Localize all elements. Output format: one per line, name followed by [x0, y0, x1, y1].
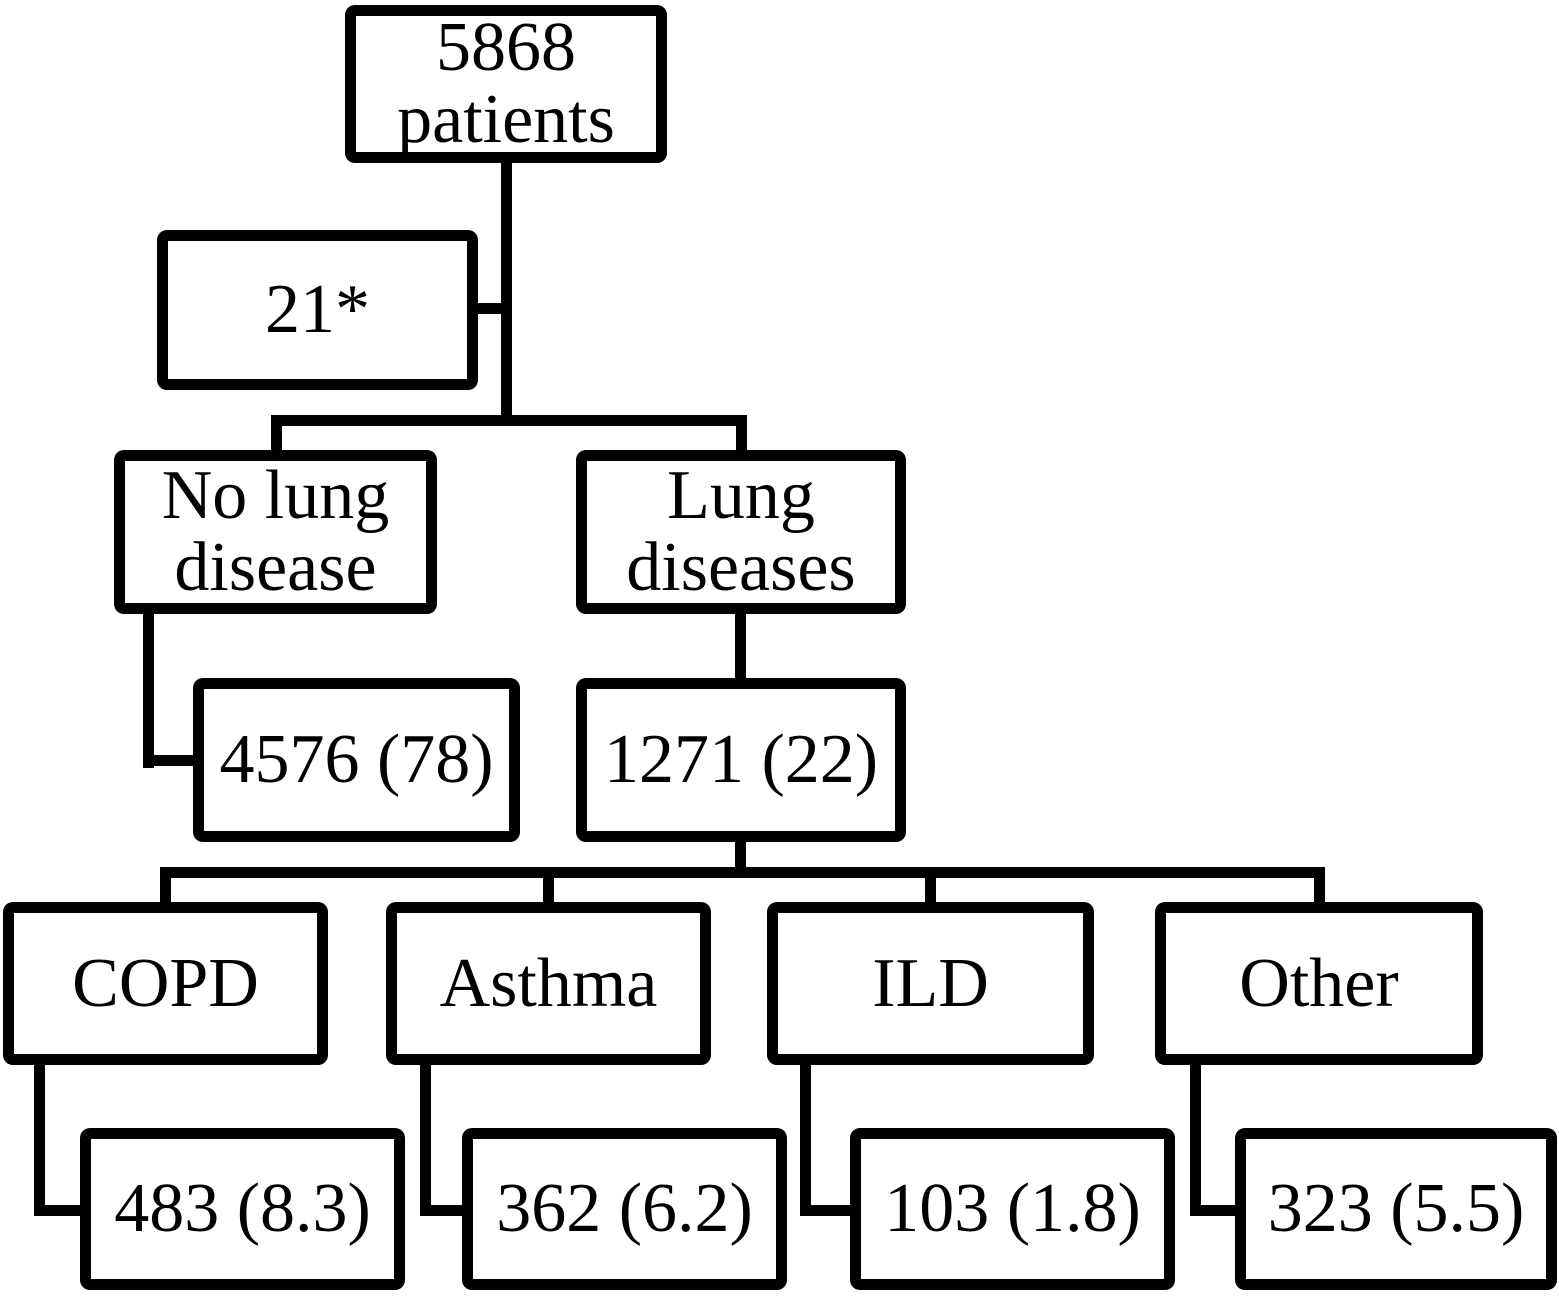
connector-branch2-drop-ild	[925, 867, 936, 907]
node-ild-count-label: 103 (1.8)	[884, 1170, 1141, 1247]
node-other: Other	[1155, 902, 1483, 1065]
connector-ild-elbow-horizontal	[800, 1205, 858, 1216]
node-no-lung-count-label: 4576 (78)	[219, 721, 494, 798]
node-total-patients-label: 5868 patients	[397, 9, 615, 158]
node-copd-count-label: 483 (8.3)	[114, 1170, 371, 1247]
node-asthma: Asthma	[386, 902, 711, 1065]
connector-asthma-elbow-horizontal	[420, 1205, 470, 1216]
node-asthma-label: Asthma	[439, 944, 658, 1022]
node-asthma-count-label: 362 (6.2)	[496, 1170, 753, 1247]
node-copd-label: COPD	[72, 944, 259, 1022]
connector-other-elbow-vertical	[1190, 1058, 1201, 1216]
connector-branch2-horizontal	[160, 867, 1325, 878]
connector-copd-elbow-horizontal	[34, 1205, 88, 1216]
connector-excluded-link	[474, 303, 508, 314]
connector-other-elbow-horizontal	[1190, 1205, 1243, 1216]
node-copd-count: 483 (8.3)	[80, 1128, 405, 1290]
node-other-count-label: 323 (5.5)	[1267, 1170, 1525, 1247]
node-other-count: 323 (5.5)	[1235, 1128, 1557, 1290]
node-lung-count: 1271 (22)	[576, 678, 906, 842]
connector-copd-elbow-vertical	[34, 1058, 45, 1216]
connector-branch1-horizontal	[271, 415, 747, 426]
connector-no-lung-elbow-vertical	[143, 606, 154, 768]
node-no-lung-disease-label: No lung disease	[161, 457, 390, 606]
connector-asthma-elbow-vertical	[420, 1058, 431, 1216]
node-copd: COPD	[3, 902, 328, 1065]
node-ild-label: ILD	[872, 944, 989, 1022]
node-no-lung-count: 4576 (78)	[193, 678, 520, 842]
node-total-patients: 5868 patients	[345, 5, 667, 163]
node-lung-count-label: 1271 (22)	[603, 721, 879, 798]
node-asthma-count: 362 (6.2)	[462, 1128, 787, 1290]
connector-branch2-drop-asthma	[543, 867, 554, 907]
node-ild-count: 103 (1.8)	[850, 1128, 1175, 1290]
node-excluded: 21*	[157, 230, 478, 390]
node-other-label: Other	[1239, 944, 1399, 1022]
connector-branch1-drop-lung	[736, 415, 747, 455]
node-no-lung-disease: No lung disease	[114, 450, 437, 614]
connector-no-lung-elbow-horizontal	[143, 755, 199, 766]
node-ild: ILD	[767, 902, 1094, 1065]
node-excluded-label: 21*	[265, 271, 370, 348]
connector-branch1-drop-no-lung	[271, 415, 282, 455]
connector-lung-count-stem	[735, 838, 746, 878]
connector-branch2-drop-other	[1314, 867, 1325, 907]
connector-lung-stem	[735, 610, 746, 682]
connector-ild-elbow-vertical	[800, 1058, 811, 1216]
connector-total-stem	[501, 160, 512, 425]
connector-branch2-drop-copd	[160, 867, 171, 907]
node-lung-diseases-label: Lung diseases	[626, 457, 856, 606]
node-lung-diseases: Lung diseases	[576, 450, 906, 614]
